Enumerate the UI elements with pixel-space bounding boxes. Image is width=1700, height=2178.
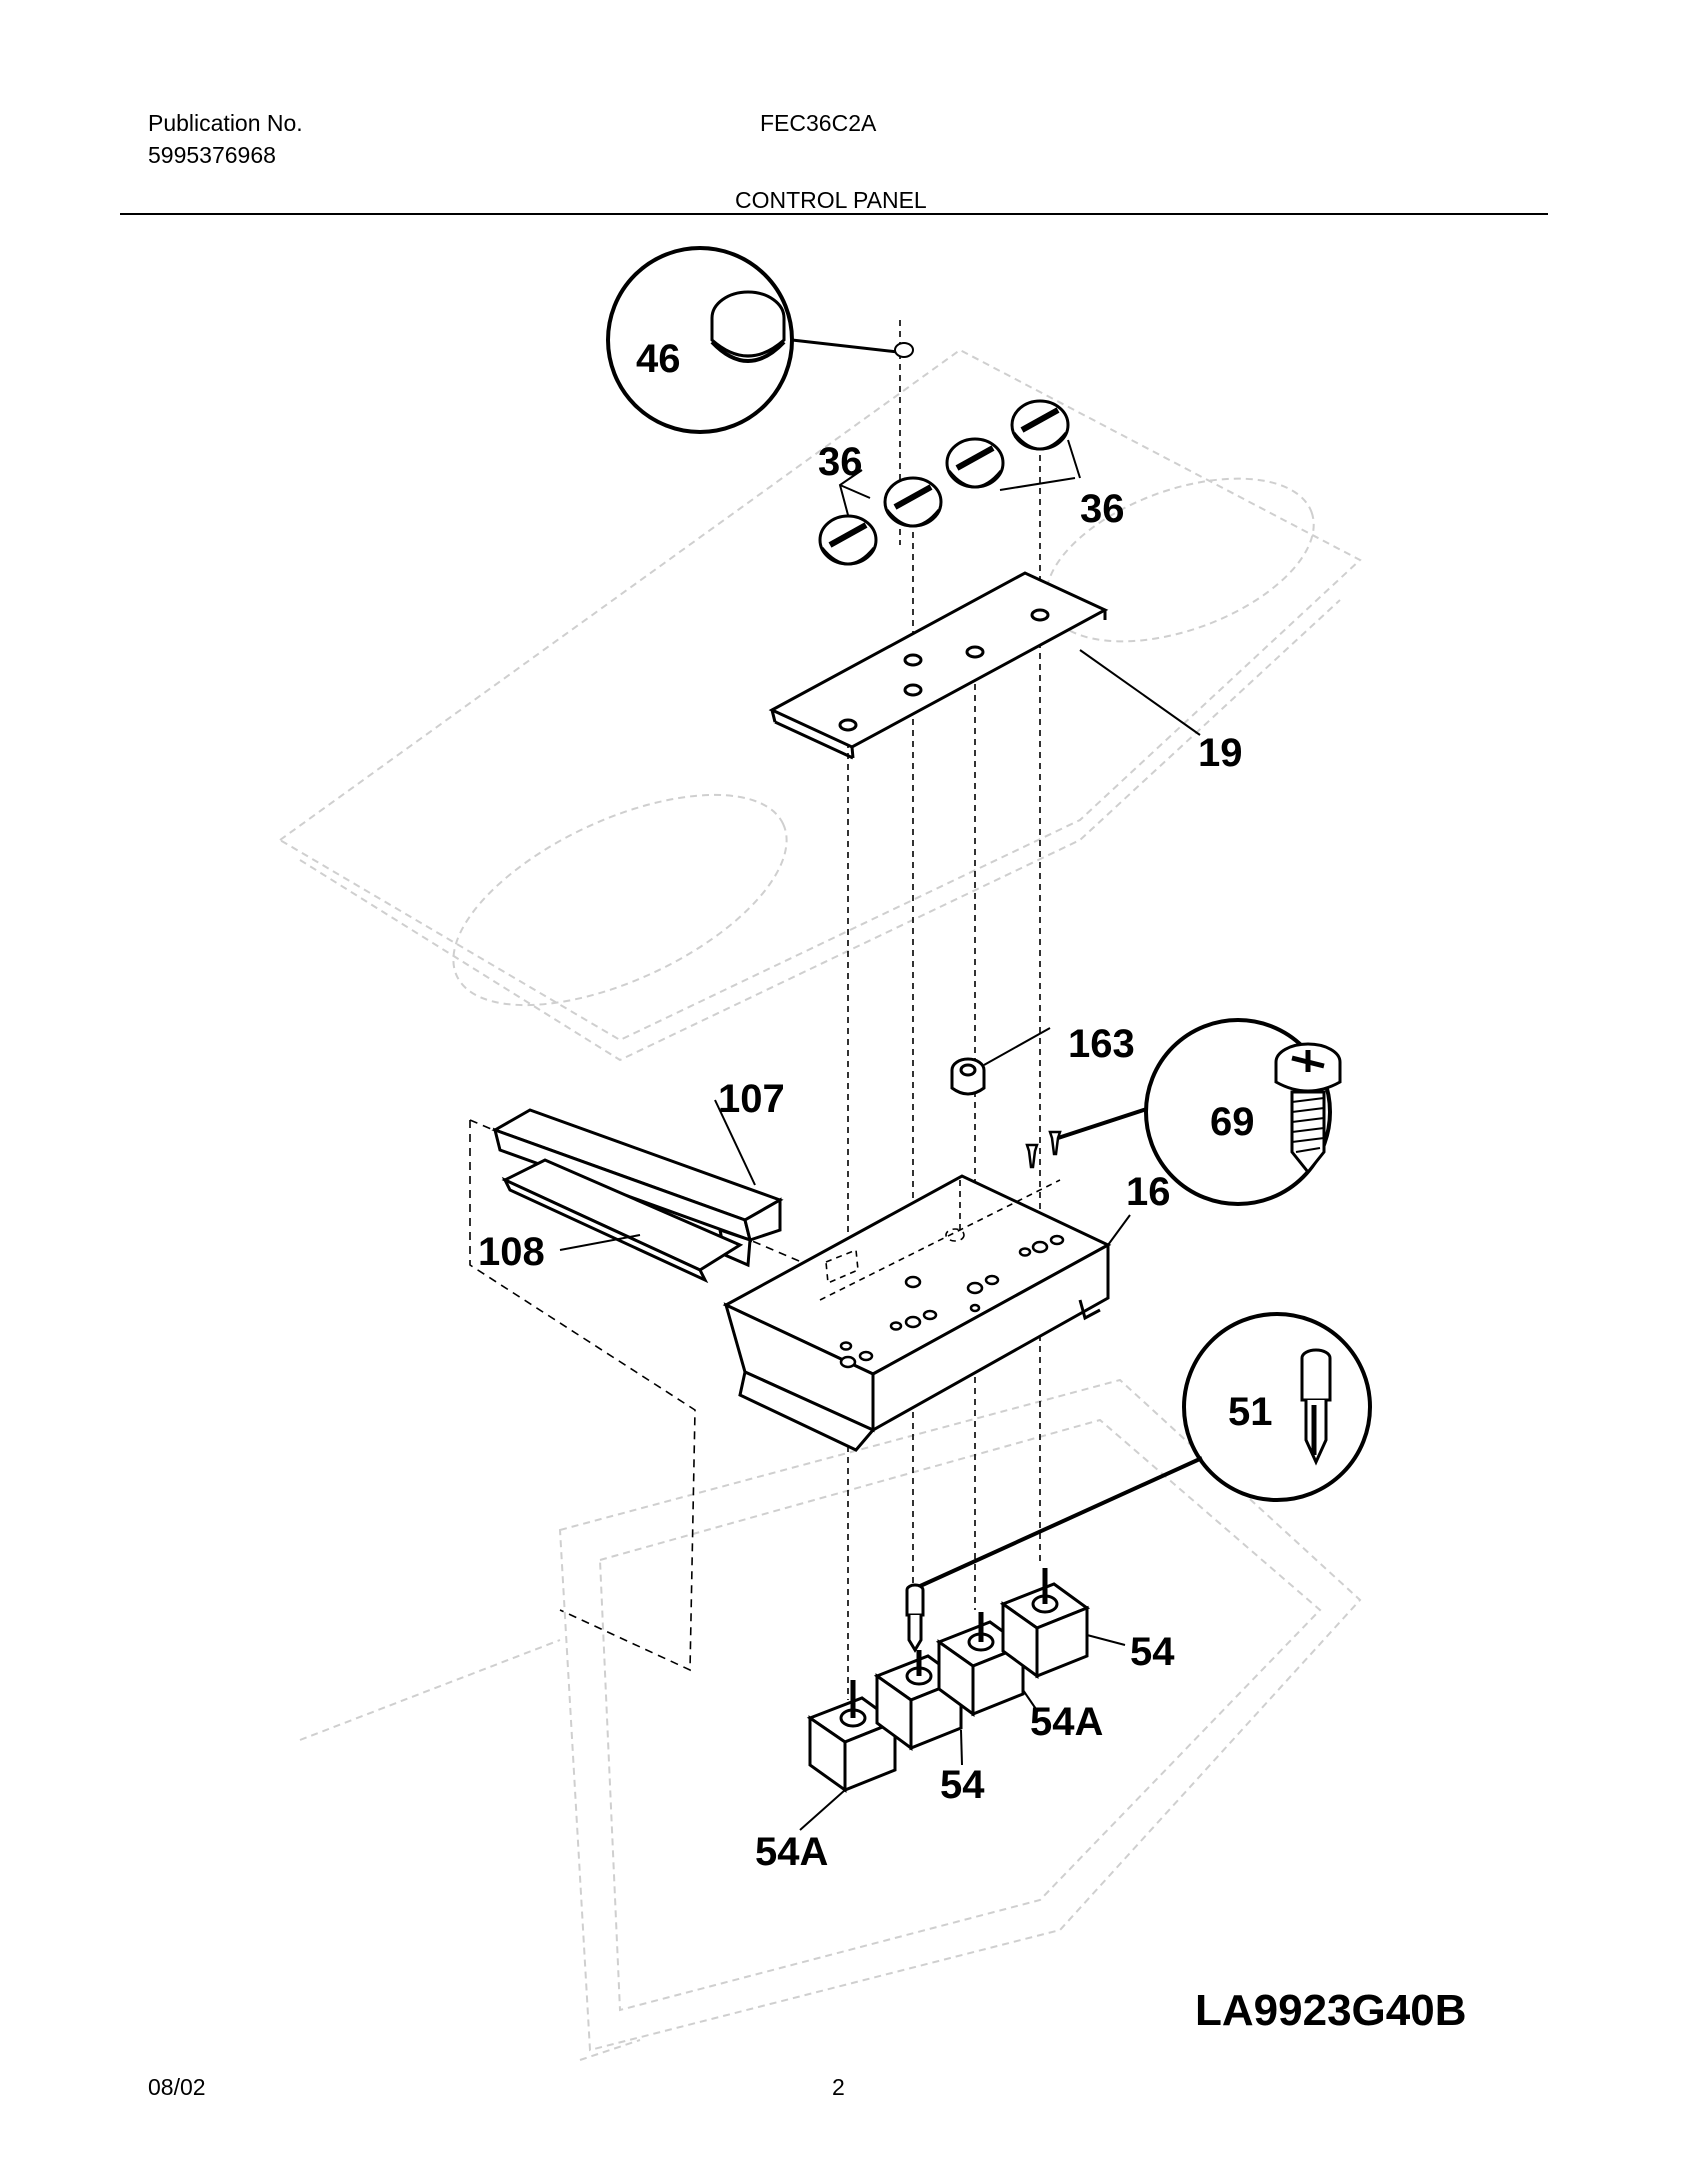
detail-circle-46 xyxy=(606,246,914,434)
callout-107: 107 xyxy=(718,1077,785,1121)
control-housing-16 xyxy=(722,1174,1131,1452)
strip-108 xyxy=(501,1158,744,1284)
knob-1 xyxy=(818,514,878,566)
knob-4 xyxy=(1010,399,1070,451)
detail-circle-69 xyxy=(1144,1018,1342,1206)
switch-4 xyxy=(999,1568,1091,1679)
page-number: 2 xyxy=(832,2074,845,2100)
infinite-switches xyxy=(799,1568,1126,1831)
callout-69: 69 xyxy=(1210,1100,1255,1144)
callout-16: 16 xyxy=(1126,1170,1171,1214)
callout-19: 19 xyxy=(1198,731,1243,775)
header-rule xyxy=(120,213,1548,215)
callout-54-right: 54 xyxy=(1130,1630,1175,1674)
callout-36-right: 36 xyxy=(1080,487,1125,531)
alignment-lines xyxy=(847,320,1041,1700)
spacer-163 xyxy=(950,1027,1051,1096)
callout-51: 51 xyxy=(1228,1390,1273,1434)
footer-date: 08/02 xyxy=(148,2074,206,2100)
drawing-code: LA9923G40B xyxy=(1195,1986,1467,2035)
switch-1 xyxy=(806,1680,899,1793)
callout-46: 46 xyxy=(636,337,681,381)
callout-108: 108 xyxy=(478,1230,545,1274)
section-title: CONTROL PANEL xyxy=(735,187,927,213)
indicator-light xyxy=(905,1583,925,1653)
trim-panel-19 xyxy=(768,571,1201,760)
knob-leaders xyxy=(838,439,1081,516)
bracket-107 xyxy=(491,1099,784,1268)
callout-36-left: 36 xyxy=(818,440,863,484)
callout-54-center: 54 xyxy=(940,1763,985,1807)
control-knobs xyxy=(818,399,1070,566)
publication-number: 5995376968 xyxy=(148,142,276,168)
model-number: FEC36C2A xyxy=(760,110,877,136)
knob-2 xyxy=(883,476,943,528)
detail-circle-51 xyxy=(917,1312,1372,1589)
background-range-outline xyxy=(278,348,1362,2061)
callout-163: 163 xyxy=(1068,1022,1135,1066)
callout-54A-right: 54A xyxy=(1030,1700,1103,1744)
publication-label: Publication No. xyxy=(148,110,303,136)
knob-3 xyxy=(945,437,1005,489)
callout-54A-left: 54A xyxy=(755,1830,828,1874)
